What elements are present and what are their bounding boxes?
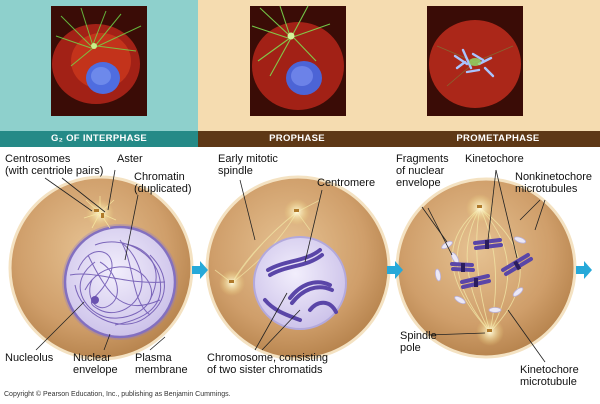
arrow-icon-2: [387, 261, 403, 279]
kinetochores: [461, 240, 522, 287]
label-aster: Aster: [117, 153, 143, 165]
label-spindle-pole-1: Spindle: [400, 330, 437, 342]
phase-band-prophase: PROPHASE: [198, 131, 396, 147]
label-chromatin-text: Chromatin: [134, 171, 185, 183]
label-nonkinetochore-1: Nonkinetochore: [515, 171, 593, 183]
leader-lines: [35, 169, 546, 363]
label-nucleolus: Nucleolus: [5, 352, 54, 364]
prophase-chromosomes: [263, 248, 338, 322]
micrograph-prometaphase: [427, 6, 523, 116]
label-chromosome-2: of two sister chromatids: [207, 364, 323, 376]
label-fragments-1: Fragments: [396, 153, 449, 165]
label-centrosomes-sub: (with centriole pairs): [5, 165, 104, 177]
label-nuclear-envelope-2: envelope: [73, 364, 118, 376]
label-centrosomes: Centrosomes(with centriole pairs): [5, 153, 103, 177]
label-chromosome-1: Chromosome, consisting: [207, 352, 329, 364]
label-spindle-pole-2: pole: [400, 342, 421, 354]
label-fragments-3: envelope: [396, 177, 441, 189]
label-kinetochore-mt-1: Kinetochore: [520, 364, 579, 376]
arrow-icon-3: [576, 261, 592, 279]
cell-prometaphase: [395, 177, 577, 359]
cell-prophase: [205, 175, 391, 361]
micrograph-g2: [51, 6, 147, 116]
label-plasma-membrane-1: Plasma: [135, 352, 172, 364]
transition-arrows: [192, 261, 592, 279]
label-chromatin: Chromatin(duplicated): [134, 171, 191, 195]
label-early-spindle-1: Early mitotic: [218, 153, 278, 165]
label-kinetochore-mt-2: microtubule: [520, 376, 577, 388]
label-centrosomes-text: Centrosomes: [5, 153, 71, 165]
label-nonkinetochore-2: microtubules: [515, 183, 578, 195]
label-fragments-2: of nuclear: [396, 165, 445, 177]
label-chromatin-sub: (duplicated): [134, 183, 192, 195]
label-early-spindle-2: spindle: [218, 165, 253, 177]
phase-title-prophase: PROPHASE: [269, 133, 325, 144]
phase-band-g2: G₂ OF INTERPHASE: [0, 131, 198, 147]
copyright-notice: Copyright © Pearson Education, Inc., pub…: [4, 391, 231, 398]
label-kinetochore: Kinetochore: [465, 153, 524, 165]
label-plasma-membrane-2: membrane: [135, 364, 188, 376]
phase-title-prometaphase: PROMETAPHASE: [456, 133, 540, 144]
arrow-icon-1: [192, 261, 208, 279]
centrosome-pair: [83, 196, 117, 229]
phase-band-prometaphase: PROMETAPHASE: [396, 131, 600, 147]
label-centromere: Centromere: [317, 177, 376, 189]
micrograph-prophase: [250, 6, 346, 116]
chromatin-tangle: [69, 239, 166, 326]
cell-g2: [8, 175, 194, 361]
phase-title-g2: G₂ OF INTERPHASE: [50, 133, 148, 144]
label-nuclear-envelope-1: Nuclear: [73, 352, 111, 364]
